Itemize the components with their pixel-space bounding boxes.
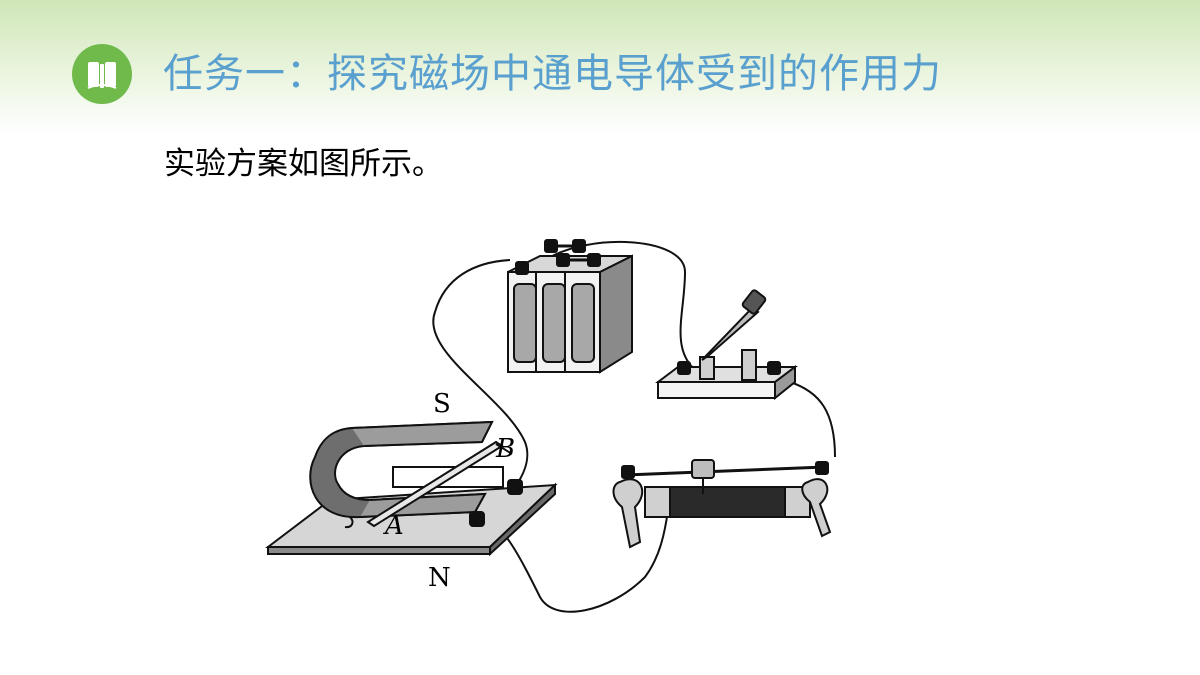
conductor-rod xyxy=(366,440,523,528)
battery-pack xyxy=(507,239,633,374)
intro-text: 实验方案如图所示。 xyxy=(164,146,443,182)
label-rod-end-b: B xyxy=(495,434,515,464)
header-band xyxy=(0,0,1200,135)
slide-title: 任务一：探究磁场中通电导体受到的作用力 xyxy=(163,51,942,97)
horseshoe-magnet xyxy=(265,420,558,557)
sliding-rheostat xyxy=(612,459,832,549)
book-icon xyxy=(72,44,132,104)
label-north-pole: N xyxy=(428,563,451,593)
label-rod-end-a: A xyxy=(383,511,404,541)
circuit-diagram: S B A N xyxy=(265,239,836,613)
label-south-pole: S xyxy=(433,389,451,419)
knife-switch xyxy=(655,289,798,401)
wires xyxy=(432,240,836,613)
